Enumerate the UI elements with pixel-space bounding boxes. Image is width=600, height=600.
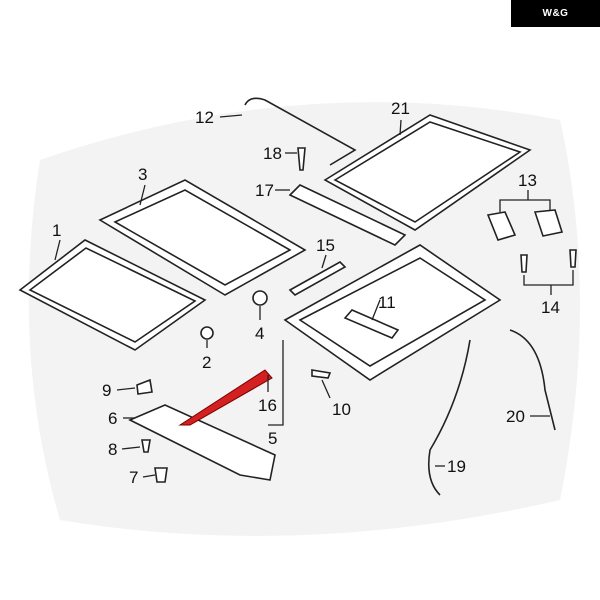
part-16-highlighted-seal[interactable]: [178, 369, 273, 426]
part-17-deflector[interactable]: [288, 184, 407, 246]
callout-10: 10: [332, 400, 351, 419]
callout-2: 2: [202, 353, 211, 372]
callout-19: 19: [447, 457, 466, 476]
part-3-glass-frame[interactable]: [98, 179, 307, 296]
callout-1: 1: [52, 221, 61, 240]
part-10-clip[interactable]: [311, 369, 332, 379]
logo-text: W&G: [542, 8, 569, 19]
part-13-motor-left[interactable]: [486, 211, 517, 241]
callout-17: 17: [255, 181, 274, 200]
leader-lines: [54, 114, 574, 478]
part-1-glass-panel[interactable]: [18, 239, 207, 351]
callout-9: 9: [102, 381, 111, 400]
part-9-clip[interactable]: [136, 378, 153, 395]
callout-11: 11: [378, 293, 396, 312]
callout-15: 15: [316, 236, 335, 255]
part-19-drain-hose[interactable]: [427, 339, 471, 496]
part-20-drain-hose[interactable]: [509, 329, 556, 431]
part-15-strip[interactable]: [288, 261, 347, 296]
callout-21: 21: [391, 99, 410, 118]
part-13-motor-right[interactable]: [533, 209, 564, 237]
callout-18: 18: [263, 144, 282, 163]
callout-7: 7: [129, 468, 138, 487]
part-11-bracket[interactable]: [343, 309, 400, 339]
part-14-bolt-left[interactable]: [520, 254, 528, 273]
callout-20: 20: [506, 407, 525, 426]
brand-logo: W&G: [511, 0, 600, 27]
callout-8: 8: [108, 440, 117, 459]
callout-3: 3: [138, 165, 147, 184]
callout-5: 5: [268, 429, 277, 448]
part-8-bolt[interactable]: [141, 439, 151, 453]
callout-4: 4: [255, 324, 264, 343]
callout-13: 13: [518, 171, 537, 190]
part-12-rail[interactable]: [244, 97, 357, 166]
callout-16: 16: [258, 396, 277, 415]
callout-12: 12: [195, 108, 214, 127]
callout-14: 14: [541, 298, 560, 317]
part-7-bolt[interactable]: [154, 467, 168, 483]
part-2-nut[interactable]: [200, 326, 214, 340]
part-4-nut[interactable]: [252, 290, 268, 306]
part-18-bolt[interactable]: [297, 147, 306, 171]
part-6-bracket[interactable]: [128, 404, 276, 481]
part-14-bolt-right[interactable]: [569, 249, 577, 268]
part-5-frame[interactable]: [283, 244, 502, 381]
callout-6: 6: [108, 409, 117, 428]
part-21-sunshade[interactable]: [323, 114, 532, 231]
